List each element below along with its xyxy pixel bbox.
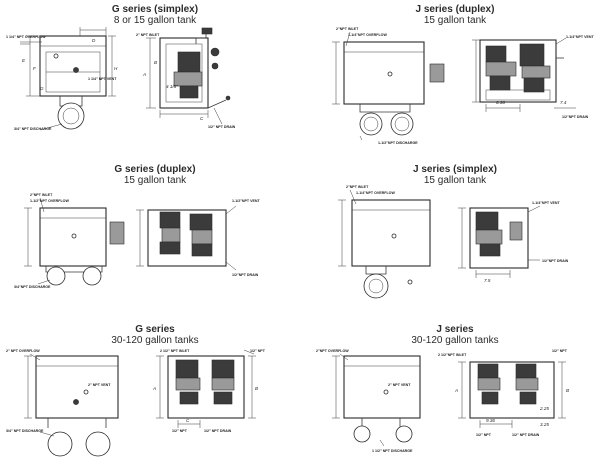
label-discharge: 3/4" NPT DISCHARGE <box>14 127 52 131</box>
dim-a: A <box>152 386 156 391</box>
label-vent: 1-1/4"NPT VENT <box>532 201 560 205</box>
label-vent: 1-1/2"NPT VENT <box>232 199 260 203</box>
dim-7-5: 7.5 <box>484 278 491 283</box>
label-discharge: 3/4" NPT DISCHARGE <box>6 429 44 433</box>
label-vent: 1 1/4" NPT VENT <box>88 77 117 81</box>
label-npt: 1/2" NPT <box>250 349 266 353</box>
panel-subtitle: 15 gallon tank <box>423 15 487 26</box>
label-drain: 1/2"NPT DRAIN <box>542 259 569 263</box>
dim-9-36: 9.36 <box>486 418 495 423</box>
label-inlet: 2"NPT INLET <box>336 27 359 31</box>
label-inlet: 2 1/2" NPT INLET <box>160 349 190 353</box>
panel-subtitle: 8 or 15 gallon tank <box>113 15 197 26</box>
panel-title-j-simplex: J series (simplex) 15 gallon tank <box>380 164 530 186</box>
drawing-j-simplex-front <box>338 189 431 299</box>
drawing-g-large-side <box>156 349 256 428</box>
label-inlet: 2"NPT INLET <box>346 185 369 189</box>
panel-title: G series (simplex) <box>111 4 199 15</box>
label-drain: 1/2" NPT DRAIN <box>204 429 232 433</box>
dim-c: C <box>200 116 204 121</box>
panel-title: J series <box>436 324 474 335</box>
dim-f: F <box>33 66 37 71</box>
label-npt: 1/2" NPT <box>552 349 568 353</box>
panel-title: G series (duplex) <box>114 164 196 175</box>
dim-d: D <box>92 38 96 43</box>
panel-subtitle: 30-120 gallon tanks <box>411 335 499 346</box>
drawing-g-duplex-front <box>24 197 125 286</box>
label-vent: 1-1/4"NPT VENT <box>566 35 594 39</box>
label-overflow: 2"NPT OVERFLOW <box>316 349 349 353</box>
dim-g: G <box>40 86 44 91</box>
drawing-j-simplex-side <box>458 205 541 278</box>
dim-b: B <box>566 388 569 393</box>
drawing-g-simplex-front <box>20 27 116 131</box>
dim-a: A <box>454 388 458 393</box>
dim-b: B <box>255 386 258 391</box>
drawing-g-large-front <box>24 353 119 457</box>
label-drain: 1/2"NPT DRAIN <box>562 115 589 119</box>
panel-subtitle: 30-120 gallon tanks <box>111 335 199 346</box>
dim-4-1-8: 4 1/8" <box>166 84 178 89</box>
panel-subtitle: 15 gallon tank <box>123 175 187 186</box>
dim-c: C <box>186 418 190 423</box>
label-vent: 2" NPT VENT <box>88 383 111 387</box>
label-drain: 1/2"NPT DRAIN <box>232 273 259 277</box>
panel-title-j-duplex: J series (duplex) 15 gallon tank <box>380 4 530 26</box>
label-overflow: 1 1/4" NPT OVERFLOW <box>6 35 46 39</box>
label-drain: 1/2" NPT DRAIN <box>208 125 236 129</box>
label-inlet: 2"NPT INLET <box>30 193 53 197</box>
panel-title-g-large: G series 30-120 gallon tanks <box>80 324 230 346</box>
label-npt-bottom: 1/2" NPT <box>476 433 492 437</box>
dim-b: B <box>154 60 157 65</box>
panel-title-j-large: J series 30-120 gallon tanks <box>380 324 530 346</box>
label-overflow: 1-1/4"NPT OVERFLOW <box>348 33 387 37</box>
label-discharge: 3/4"NPT DISCHARGE <box>14 285 51 289</box>
drawing-g-duplex-side <box>136 205 237 271</box>
label-drain: 1/2" NPT DRAIN <box>512 433 540 437</box>
label-inlet: 2" NPT INLET <box>136 33 160 37</box>
label-overflow: 1-1/2"NPT OVERFLOW <box>30 199 69 203</box>
drawing-j-large-front <box>332 353 421 447</box>
drawing-j-duplex-front <box>332 31 445 141</box>
panel-title-g-simplex: G series (simplex) 8 or 15 gallon tank <box>80 4 230 26</box>
drawing-g-simplex-side <box>146 27 231 125</box>
label-discharge: 1 1/2" NPT DISCHARGE <box>372 449 413 453</box>
dim-6-36: 6.36 <box>496 100 505 105</box>
panel-title: J series (simplex) <box>413 164 497 175</box>
drawing-j-large-side <box>458 361 566 428</box>
panel-title: J series (duplex) <box>415 4 495 15</box>
label-discharge: 1-1/2"NPT DISCHARGE <box>378 141 418 145</box>
panel-subtitle: 15 gallon tank <box>423 175 487 186</box>
label-overflow: 2" NPT OVERFLOW <box>6 349 40 353</box>
panel-title: G series <box>135 324 175 335</box>
dim-e: E <box>22 58 26 63</box>
label-overflow: 1-1/4"NPT OVERFLOW <box>356 191 395 195</box>
dim-7-4: 7.4 <box>560 100 567 105</box>
label-vent: 2" NPT VENT <box>388 383 411 387</box>
label-inlet: 2 1/2"NPT INLET <box>438 353 467 357</box>
label-npt-bottom: 1/2" NPT <box>172 429 188 433</box>
dim-2-25: 2.25 <box>539 406 549 411</box>
panel-title-g-duplex: G series (duplex) 15 gallon tank <box>80 164 230 186</box>
dim-3-25: 3.25 <box>540 422 549 427</box>
dim-a: A <box>142 72 146 77</box>
drawing-j-duplex-side <box>472 37 576 112</box>
dim-h: H <box>114 66 118 71</box>
